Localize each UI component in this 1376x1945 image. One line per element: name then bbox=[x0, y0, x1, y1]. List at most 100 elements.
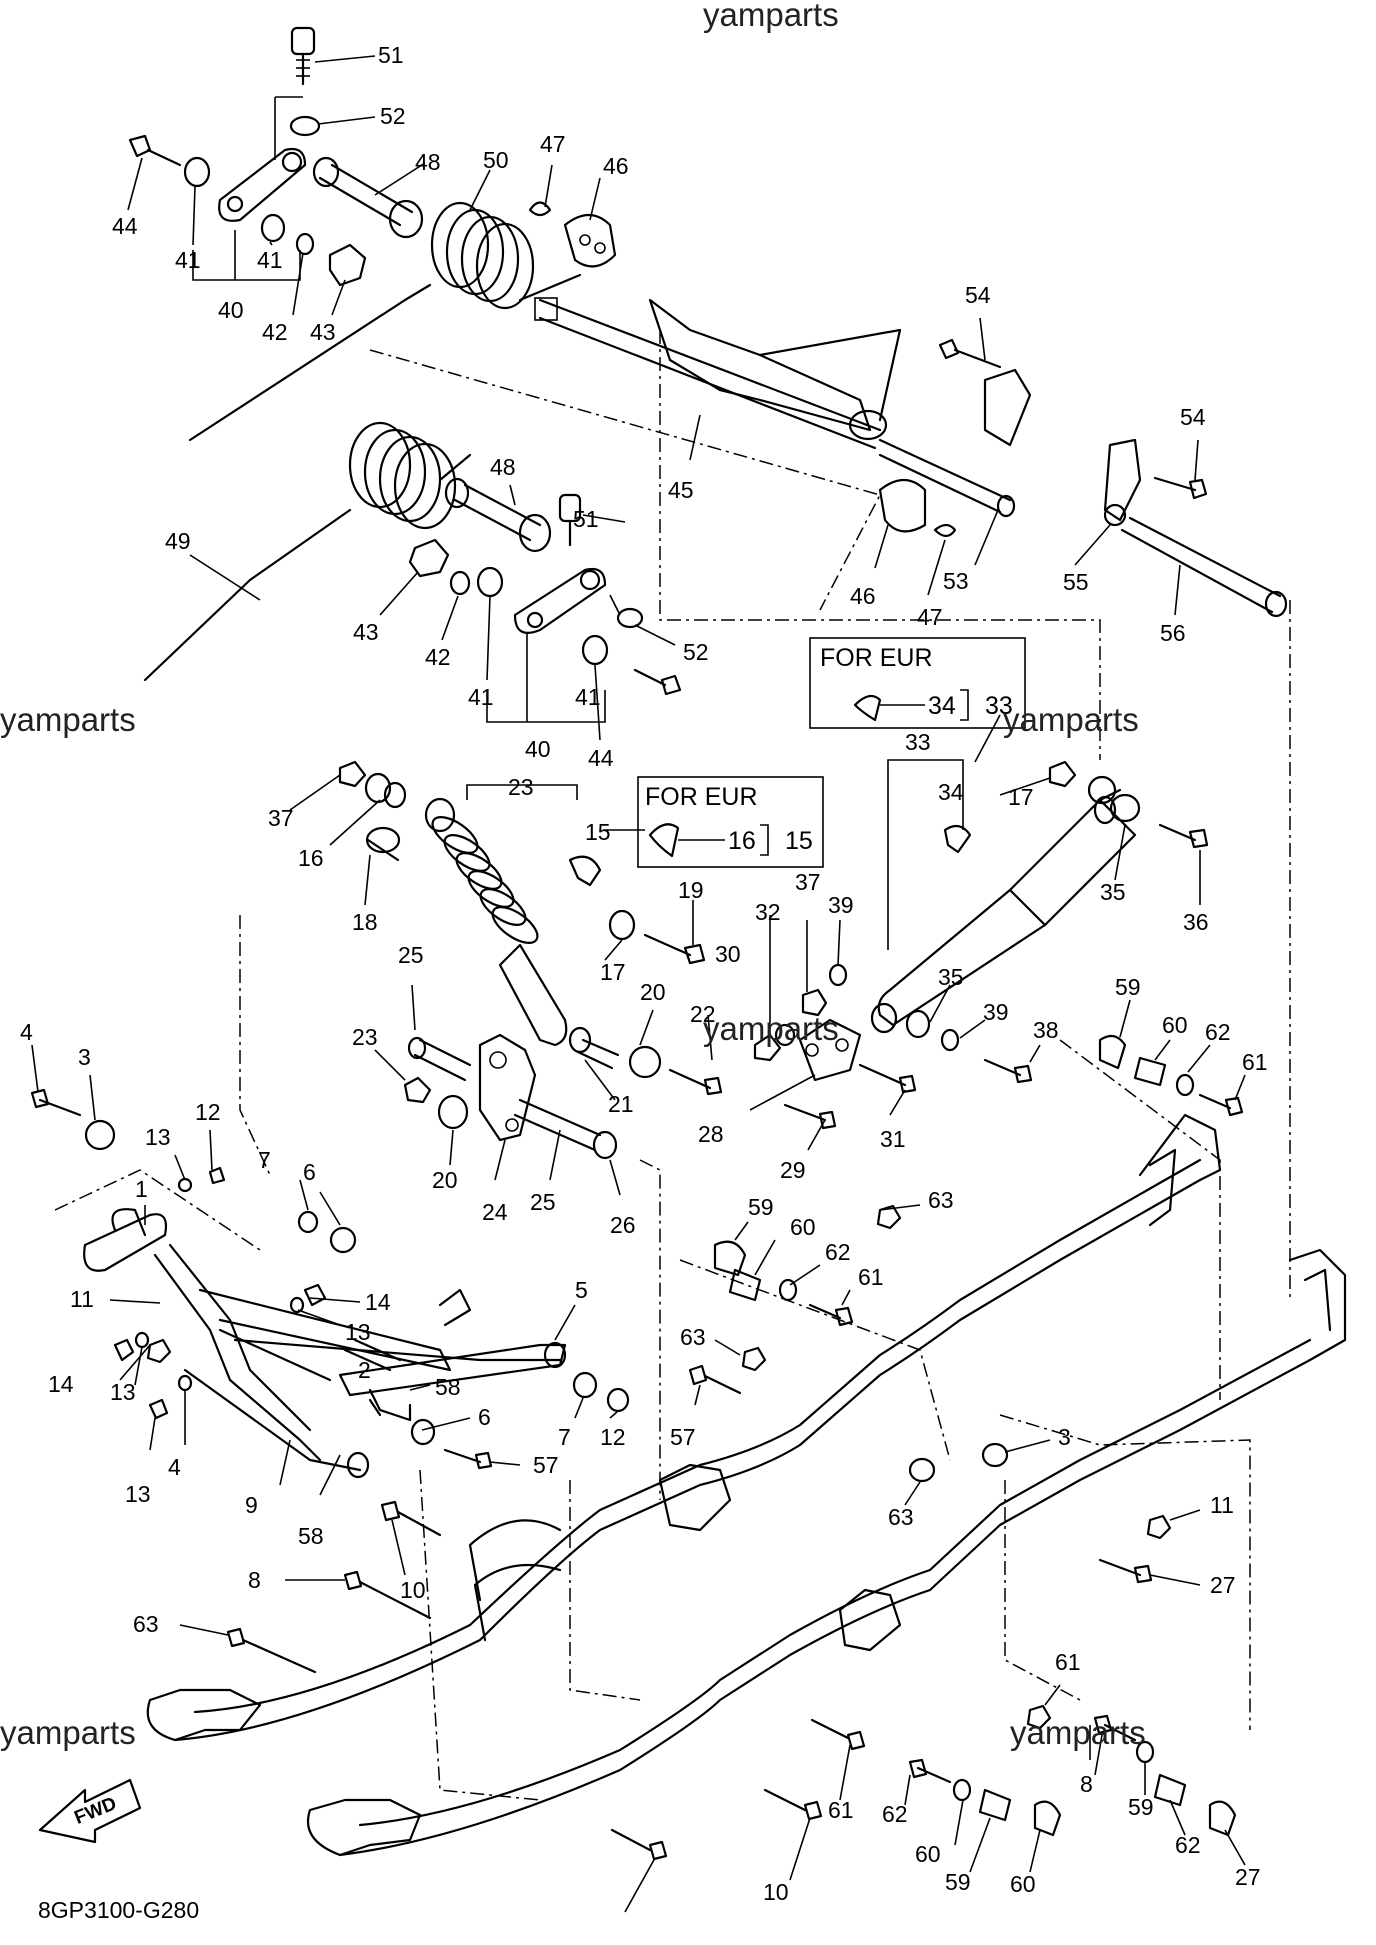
callout: 14 bbox=[48, 1371, 74, 1397]
callout: 7 bbox=[258, 1147, 271, 1173]
callout: 60 bbox=[1010, 1871, 1036, 1897]
callout: 63 bbox=[680, 1324, 706, 1350]
eur-box-assembly: 33 bbox=[985, 692, 1013, 720]
callout: 12 bbox=[195, 1099, 221, 1125]
watermark: yamparts bbox=[703, 0, 839, 33]
watermark: yamparts bbox=[1010, 1714, 1146, 1751]
callout: 40 bbox=[218, 297, 244, 323]
callout: 17 bbox=[1008, 784, 1034, 810]
eur-box-shock-front: FOR EUR 16 15 bbox=[637, 776, 824, 868]
callout: 36 bbox=[1183, 909, 1209, 935]
callout: 23 bbox=[352, 1024, 378, 1050]
callout: 25 bbox=[398, 942, 424, 968]
diagram-code: 8GP3100-G280 bbox=[38, 1897, 199, 1923]
callout: 61 bbox=[1055, 1649, 1081, 1675]
callout: 11 bbox=[70, 1286, 94, 1312]
callout: 35 bbox=[1100, 879, 1126, 905]
callout: 28 bbox=[698, 1121, 724, 1147]
callout: 45 bbox=[668, 477, 694, 503]
callout: 21 bbox=[608, 1091, 634, 1117]
callout: 49 bbox=[165, 528, 191, 554]
eur-box-title: FOR EUR bbox=[820, 644, 933, 672]
callout: 34 bbox=[938, 779, 964, 805]
callout: 56 bbox=[1160, 620, 1186, 646]
callout: 58 bbox=[298, 1523, 324, 1549]
callout: 13 bbox=[345, 1319, 371, 1345]
callout: 10 bbox=[400, 1577, 426, 1603]
callout: 8 bbox=[248, 1567, 261, 1593]
callout: 41 bbox=[468, 684, 494, 710]
callout: 55 bbox=[1063, 569, 1089, 595]
callout: 33 bbox=[905, 729, 931, 755]
callout: 1 bbox=[135, 1176, 148, 1202]
callout: 48 bbox=[415, 149, 441, 175]
callout: 15 bbox=[585, 819, 611, 845]
callout: 51 bbox=[573, 506, 599, 532]
callout: 59 bbox=[1128, 1794, 1154, 1820]
callout: 54 bbox=[965, 282, 991, 308]
callout: 11 bbox=[1210, 1492, 1234, 1518]
callout: 10 bbox=[763, 1879, 789, 1905]
callout: 47 bbox=[917, 604, 943, 630]
callout: 6 bbox=[303, 1159, 316, 1185]
callout: 42 bbox=[262, 319, 288, 345]
watermark: yamparts bbox=[1003, 701, 1139, 738]
callout: 13 bbox=[145, 1124, 171, 1150]
callout: 44 bbox=[588, 745, 614, 771]
callout: 17 bbox=[600, 959, 626, 985]
callout: 2 bbox=[358, 1357, 371, 1383]
callout: 62 bbox=[882, 1801, 908, 1827]
callout: 23 bbox=[508, 774, 534, 800]
leader-lines bbox=[31, 55, 1246, 1913]
callout: 43 bbox=[353, 619, 379, 645]
watermark: yamparts bbox=[703, 1010, 839, 1047]
eur-box-part: 34 bbox=[928, 692, 956, 720]
callout: 62 bbox=[825, 1239, 851, 1265]
callout: 8 bbox=[1080, 1771, 1093, 1797]
part-drawings: FWD bbox=[30, 26, 1347, 1861]
callout: 26 bbox=[610, 1212, 636, 1238]
assembly-lines bbox=[54, 330, 1291, 1801]
callout: 27 bbox=[1235, 1864, 1261, 1890]
callout: 19 bbox=[678, 877, 704, 903]
eur-box-assembly: 15 bbox=[785, 827, 813, 855]
watermarks: yamparts yamparts yamparts yamparts yamp… bbox=[0, 0, 1146, 1751]
callout: 57 bbox=[670, 1424, 696, 1450]
callout: 61 bbox=[828, 1797, 854, 1823]
callout: 18 bbox=[352, 909, 378, 935]
callout: 39 bbox=[983, 999, 1009, 1025]
callout: 43 bbox=[310, 319, 336, 345]
callout: 51 bbox=[378, 42, 404, 68]
callout: 58 bbox=[435, 1374, 461, 1400]
eur-box-shock-rear: FOR EUR 34 33 bbox=[809, 637, 1026, 729]
callout: 60 bbox=[1162, 1012, 1188, 1038]
callout: 52 bbox=[683, 639, 709, 665]
callout: 4 bbox=[168, 1454, 181, 1480]
callout: 13 bbox=[110, 1379, 136, 1405]
callout: 16 bbox=[298, 845, 324, 871]
callout: 37 bbox=[268, 805, 294, 831]
callout: 60 bbox=[915, 1841, 941, 1867]
callout: 38 bbox=[1033, 1017, 1059, 1043]
callout: 44 bbox=[112, 213, 138, 239]
callout-labels: 51 52 44 41 48 50 47 46 41 40 42 43 54 4… bbox=[20, 42, 1268, 1905]
callout: 41 bbox=[575, 684, 601, 710]
callout: 53 bbox=[943, 568, 969, 594]
callout: 57 bbox=[533, 1452, 559, 1478]
callout: 9 bbox=[245, 1492, 258, 1518]
callout: 25 bbox=[530, 1189, 556, 1215]
callout: 14 bbox=[365, 1289, 391, 1315]
callout: 47 bbox=[540, 131, 566, 157]
group-brackets bbox=[192, 96, 1001, 950]
callout: 48 bbox=[490, 454, 516, 480]
callout: 59 bbox=[1115, 974, 1141, 1000]
callout: 63 bbox=[928, 1187, 954, 1213]
callout: 62 bbox=[1175, 1832, 1201, 1858]
callout: 4 bbox=[20, 1019, 33, 1045]
callout: 13 bbox=[125, 1481, 151, 1507]
callout: 30 bbox=[715, 941, 741, 967]
callout: 41 bbox=[257, 247, 283, 273]
watermark: yamparts bbox=[0, 701, 136, 738]
callout: 29 bbox=[780, 1157, 806, 1183]
